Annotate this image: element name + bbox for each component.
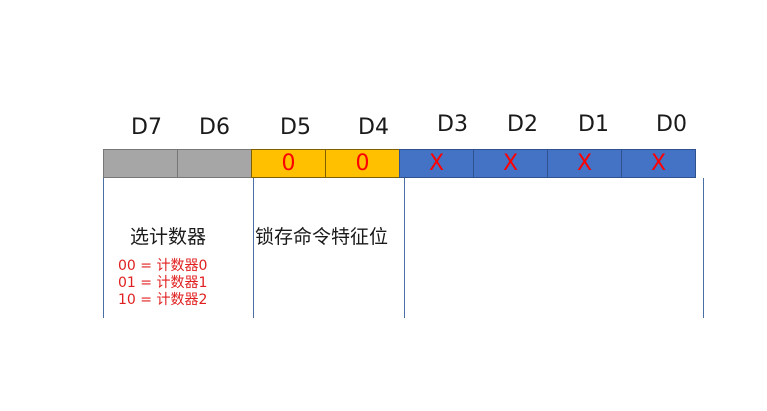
bit-cell-d6 <box>177 149 252 178</box>
latch-command-title: 锁存命令特征位 <box>255 226 389 248</box>
counter-code-list: 00 = 计数器0 01 = 计数器1 10 = 计数器2 <box>118 258 207 309</box>
bit-label-d7: D7 <box>131 115 162 140</box>
divider-line-right <box>703 178 704 318</box>
bit-label-d4: D4 <box>358 115 389 140</box>
bit-label-d5: D5 <box>280 115 311 140</box>
bit-label-d3: D3 <box>437 112 468 137</box>
bit-cell-d3: X <box>399 149 474 178</box>
bit-cell-d5: 0 <box>251 149 326 178</box>
bit-cell-d0: X <box>621 149 696 178</box>
divider-line-left <box>103 178 104 318</box>
counter-code-item: 00 = 计数器0 <box>118 258 208 274</box>
bit-cell-d7 <box>103 149 178 178</box>
bit-cell-d1: X <box>547 149 622 178</box>
bit-cell-d2: X <box>473 149 548 178</box>
control-word-register: 0 0 X X X X <box>103 149 703 178</box>
bit-label-d6: D6 <box>199 115 230 140</box>
divider-line-latch-dontcare <box>404 178 405 318</box>
bit-label-d2: D2 <box>507 112 538 137</box>
bit-label-d0: D0 <box>656 112 687 137</box>
counter-code-item: 10 = 计数器2 <box>118 292 208 308</box>
counter-select-title: 选计数器 <box>130 226 207 248</box>
counter-code-item: 01 = 计数器1 <box>118 275 208 291</box>
bit-cell-d4: 0 <box>325 149 400 178</box>
bit-label-d1: D1 <box>578 112 609 137</box>
divider-line-counter-latch <box>253 178 254 318</box>
